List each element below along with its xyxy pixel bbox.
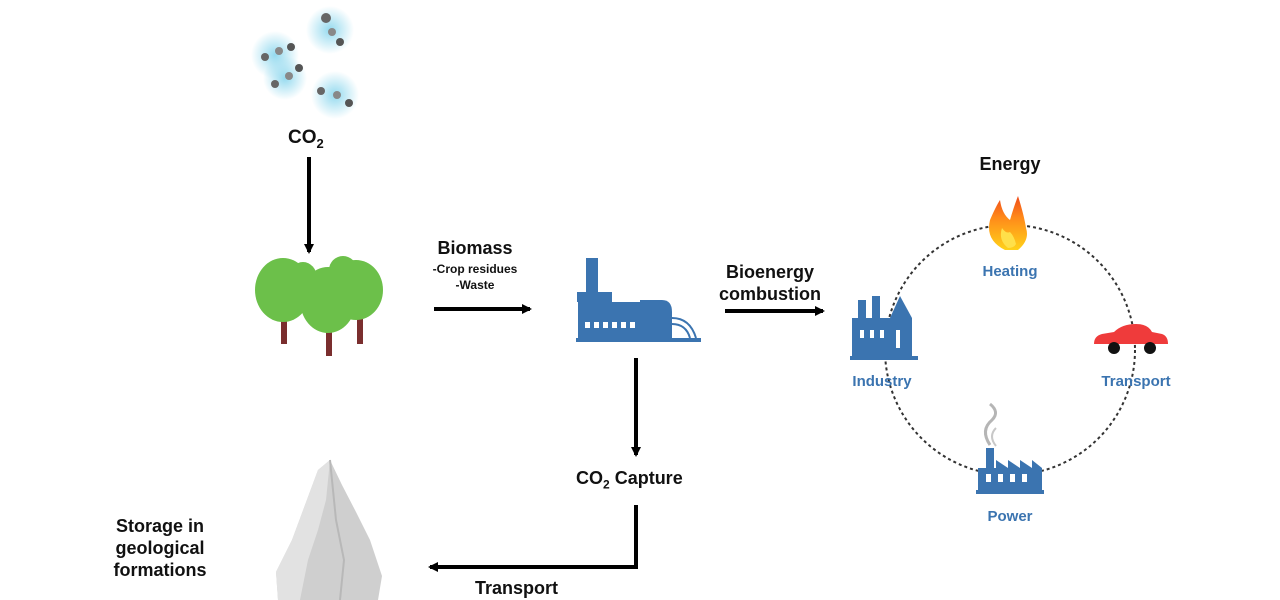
biomass-label: Biomass: [437, 238, 513, 258]
heating-label: Heating: [982, 263, 1038, 280]
fire-icon: [989, 196, 1027, 250]
co2-capture-label: CO2 Capture: [576, 468, 683, 492]
biomass-item-crop-residues: -Crop residues: [432, 262, 518, 276]
power-label: Power: [987, 508, 1033, 525]
car-icon: [1094, 324, 1168, 354]
industry-label: Industry: [852, 373, 912, 390]
co2-molecules-icon: [251, 6, 359, 119]
arrow-capture-to-storage: [428, 505, 638, 572]
co2-label: CO2: [288, 127, 324, 151]
factory-icon: [850, 296, 918, 360]
power-station-icon: [976, 402, 1044, 494]
bioenergy-label-line2: combustion: [719, 284, 821, 304]
biomass-item-waste: -Waste: [455, 278, 495, 292]
trees-icon: [255, 256, 383, 356]
bioenergy-label-line1: Bioenergy: [725, 262, 815, 282]
power-plant-icon: [576, 258, 701, 342]
storage-label-line1: Storage in: [115, 516, 204, 536]
storage-label-line2: geological: [115, 538, 205, 558]
storage-label-line3: formations: [113, 560, 207, 580]
energy-title: Energy: [979, 154, 1041, 174]
transport-arrow-label: Transport: [475, 578, 559, 598]
transport-node-label: Transport: [1101, 373, 1171, 390]
rock-icon: [276, 459, 382, 600]
